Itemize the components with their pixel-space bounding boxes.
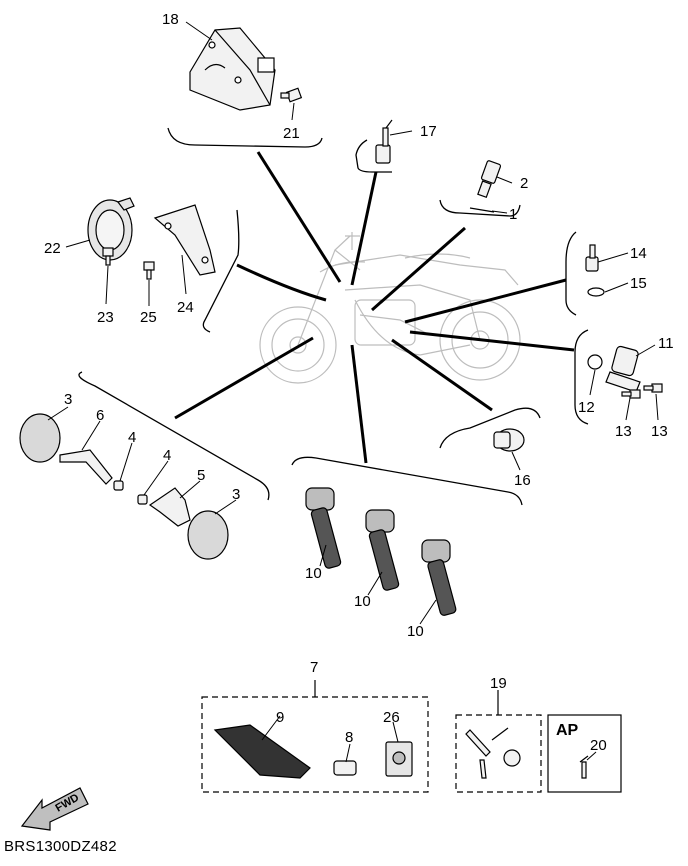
group-brackets xyxy=(78,127,589,506)
callout-3a: 3 xyxy=(64,391,72,408)
callout-21: 21 xyxy=(283,125,300,142)
drawing-code: BRS1300DZ482 xyxy=(4,838,117,855)
cap-part-8 xyxy=(333,760,357,776)
callout-5: 5 xyxy=(197,467,205,484)
motorcycle-illustration xyxy=(259,232,521,384)
callout-16: 16 xyxy=(514,472,531,489)
callout-10a: 10 xyxy=(305,565,322,582)
stay-part-5 xyxy=(148,487,191,527)
reflector-part-3-left xyxy=(19,413,61,463)
callout-15: 15 xyxy=(630,275,647,292)
bracket-part-18 xyxy=(189,27,276,111)
nut-part-4-right xyxy=(137,494,148,505)
sensor-part-14 xyxy=(585,244,599,272)
callout-24: 24 xyxy=(177,299,194,316)
callout-17: 17 xyxy=(420,123,437,140)
bolt-part-21 xyxy=(280,87,303,103)
callout-8: 8 xyxy=(345,729,353,746)
cover-part-9 xyxy=(213,724,311,779)
o-ring-part-12 xyxy=(587,354,603,370)
callout-13a: 13 xyxy=(615,423,632,440)
callout-numbers: 18 21 17 2 1 14 15 11 12 13 13 16 22 23 … xyxy=(44,11,674,754)
callout-14: 14 xyxy=(630,245,647,262)
tag-part-26 xyxy=(385,741,413,777)
fwd-arrow-icon: FWD xyxy=(20,787,89,831)
bracket-part-24 xyxy=(153,204,216,276)
callout-3b: 3 xyxy=(232,486,240,503)
sensor-part-17 xyxy=(375,119,393,164)
callout-13b: 13 xyxy=(651,423,668,440)
leader-lines xyxy=(174,151,575,464)
bolt-part-25 xyxy=(143,261,155,280)
callout-22: 22 xyxy=(44,240,61,257)
callout-23: 23 xyxy=(97,309,114,326)
callout-20: 20 xyxy=(590,737,607,754)
callout-19: 19 xyxy=(490,675,507,692)
washer-part-15 xyxy=(587,287,605,297)
callout-2: 2 xyxy=(520,175,528,192)
callout-11: 11 xyxy=(658,335,674,352)
callout-10c: 10 xyxy=(407,623,424,640)
callout-12: 12 xyxy=(578,399,595,416)
ignition-coil-part-10 xyxy=(305,487,457,616)
callout-10b: 10 xyxy=(354,593,371,610)
callout-4a: 4 xyxy=(128,429,136,446)
nut-part-4-left xyxy=(113,480,124,491)
callout-leaders xyxy=(47,21,659,763)
bolt-part-23 xyxy=(102,247,114,266)
stay-part-6 xyxy=(59,449,113,485)
callout-6: 6 xyxy=(96,407,104,424)
callout-1: 1 xyxy=(509,206,517,223)
sensor-part-11 xyxy=(605,345,641,393)
key-part-19 xyxy=(465,727,521,779)
callout-25: 25 xyxy=(140,309,157,326)
reflector-part-3-right xyxy=(187,510,229,560)
ap-box xyxy=(547,714,622,793)
callout-26: 26 xyxy=(383,709,400,726)
callout-18: 18 xyxy=(162,11,179,28)
horn-part-22 xyxy=(87,197,135,261)
bolt-part-13 xyxy=(621,383,663,399)
switch-part-16 xyxy=(493,428,525,452)
gasket-part-1 xyxy=(469,207,495,213)
lock-set-box-19 xyxy=(455,714,542,793)
screw-part-20 xyxy=(579,755,589,779)
callout-9: 9 xyxy=(276,709,284,726)
callout-4b: 4 xyxy=(163,447,171,464)
sensor-part-2 xyxy=(477,160,502,199)
callout-7: 7 xyxy=(310,659,318,676)
ap-label: AP xyxy=(556,722,579,739)
